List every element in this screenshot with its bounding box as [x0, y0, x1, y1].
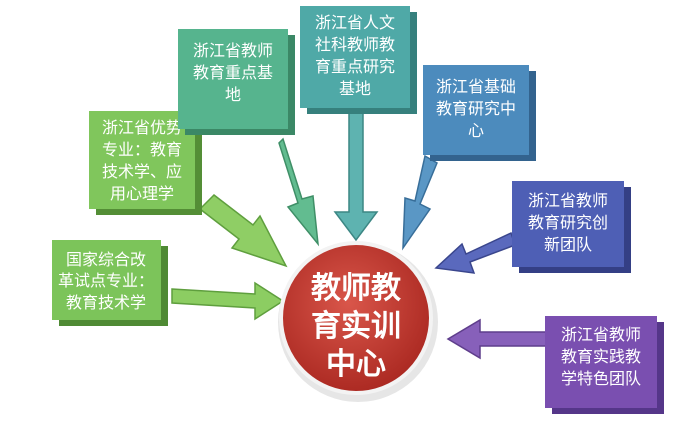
box-line: 教育研究中	[436, 99, 516, 118]
boxes-layer: 国家综合改 革试点专业： 教育技术学 浙江省优势 专业：教育 技术学、应 用心理…	[52, 6, 664, 414]
box-line: 教育技术学	[66, 293, 146, 312]
box-line: 浙江省教师	[193, 41, 273, 60]
box-zhejiang-humanities-base: 浙江省人文 社科教师教 育重点研究 基地	[300, 6, 417, 114]
box-line: 浙江省教师	[561, 325, 641, 344]
arrow-basic-edu	[402, 154, 438, 251]
center-circle	[279, 241, 433, 395]
box-line: 学特色团队	[561, 369, 641, 388]
center-line: 育实训	[311, 309, 401, 344]
box-line: 浙江省教师	[528, 191, 608, 210]
box-line: 用心理学	[110, 184, 174, 203]
box-line: 革试点专业：	[58, 271, 154, 290]
center-line: 教师教	[311, 271, 401, 306]
arrow-innovation-team	[434, 231, 516, 274]
box-face	[423, 65, 529, 155]
box-face	[52, 240, 161, 320]
box-national-reform-major: 国家综合改 革试点专业： 教育技术学	[52, 240, 168, 326]
box-zhejiang-innovation-team: 浙江省教师 教育研究创 新团队	[512, 181, 631, 273]
box-line: 浙江省基础	[436, 77, 516, 96]
arrow-key-base	[278, 137, 320, 247]
box-line: 社科教师教	[315, 35, 395, 54]
box-face	[89, 111, 195, 209]
box-zhejiang-key-base: 浙江省教师 教育重点基 地	[178, 29, 295, 135]
box-line: 国家综合改	[66, 250, 146, 269]
box-line: 浙江省人文	[315, 13, 395, 32]
box-face	[512, 181, 624, 267]
arrow-humanities-base	[333, 99, 379, 242]
box-line: 新团队	[544, 235, 592, 254]
box-face	[300, 6, 410, 108]
arrow-advantage-major	[198, 194, 288, 268]
center-line: 中心	[326, 347, 386, 382]
arrow-national-reform	[171, 281, 285, 321]
center-node: 教师教 育实训 中心	[278, 241, 438, 402]
box-zhejiang-advantage-major: 浙江省优势 专业：教育 技术学、应 用心理学	[89, 111, 202, 215]
box-line: 教育重点基	[193, 63, 273, 82]
box-line: 育重点研究	[315, 57, 395, 76]
box-line: 地	[225, 85, 241, 104]
box-face	[545, 316, 657, 408]
box-line: 基地	[339, 79, 371, 98]
box-zhejiang-practice-team: 浙江省教师 教育实践教 学特色团队	[545, 316, 664, 414]
box-line: 教育研究创	[528, 213, 608, 232]
box-line: 浙江省优势	[102, 118, 182, 137]
arrows-layer	[171, 99, 549, 360]
box-face	[178, 29, 288, 129]
box-line: 技术学、应	[102, 162, 182, 181]
box-line: 专业：教育	[102, 140, 182, 159]
box-zhejiang-basic-edu-center: 浙江省基础 教育研究中 心	[423, 65, 536, 161]
box-line: 心	[468, 121, 484, 140]
box-line: 教育实践教	[561, 347, 641, 366]
arrow-practice-team	[446, 318, 549, 360]
